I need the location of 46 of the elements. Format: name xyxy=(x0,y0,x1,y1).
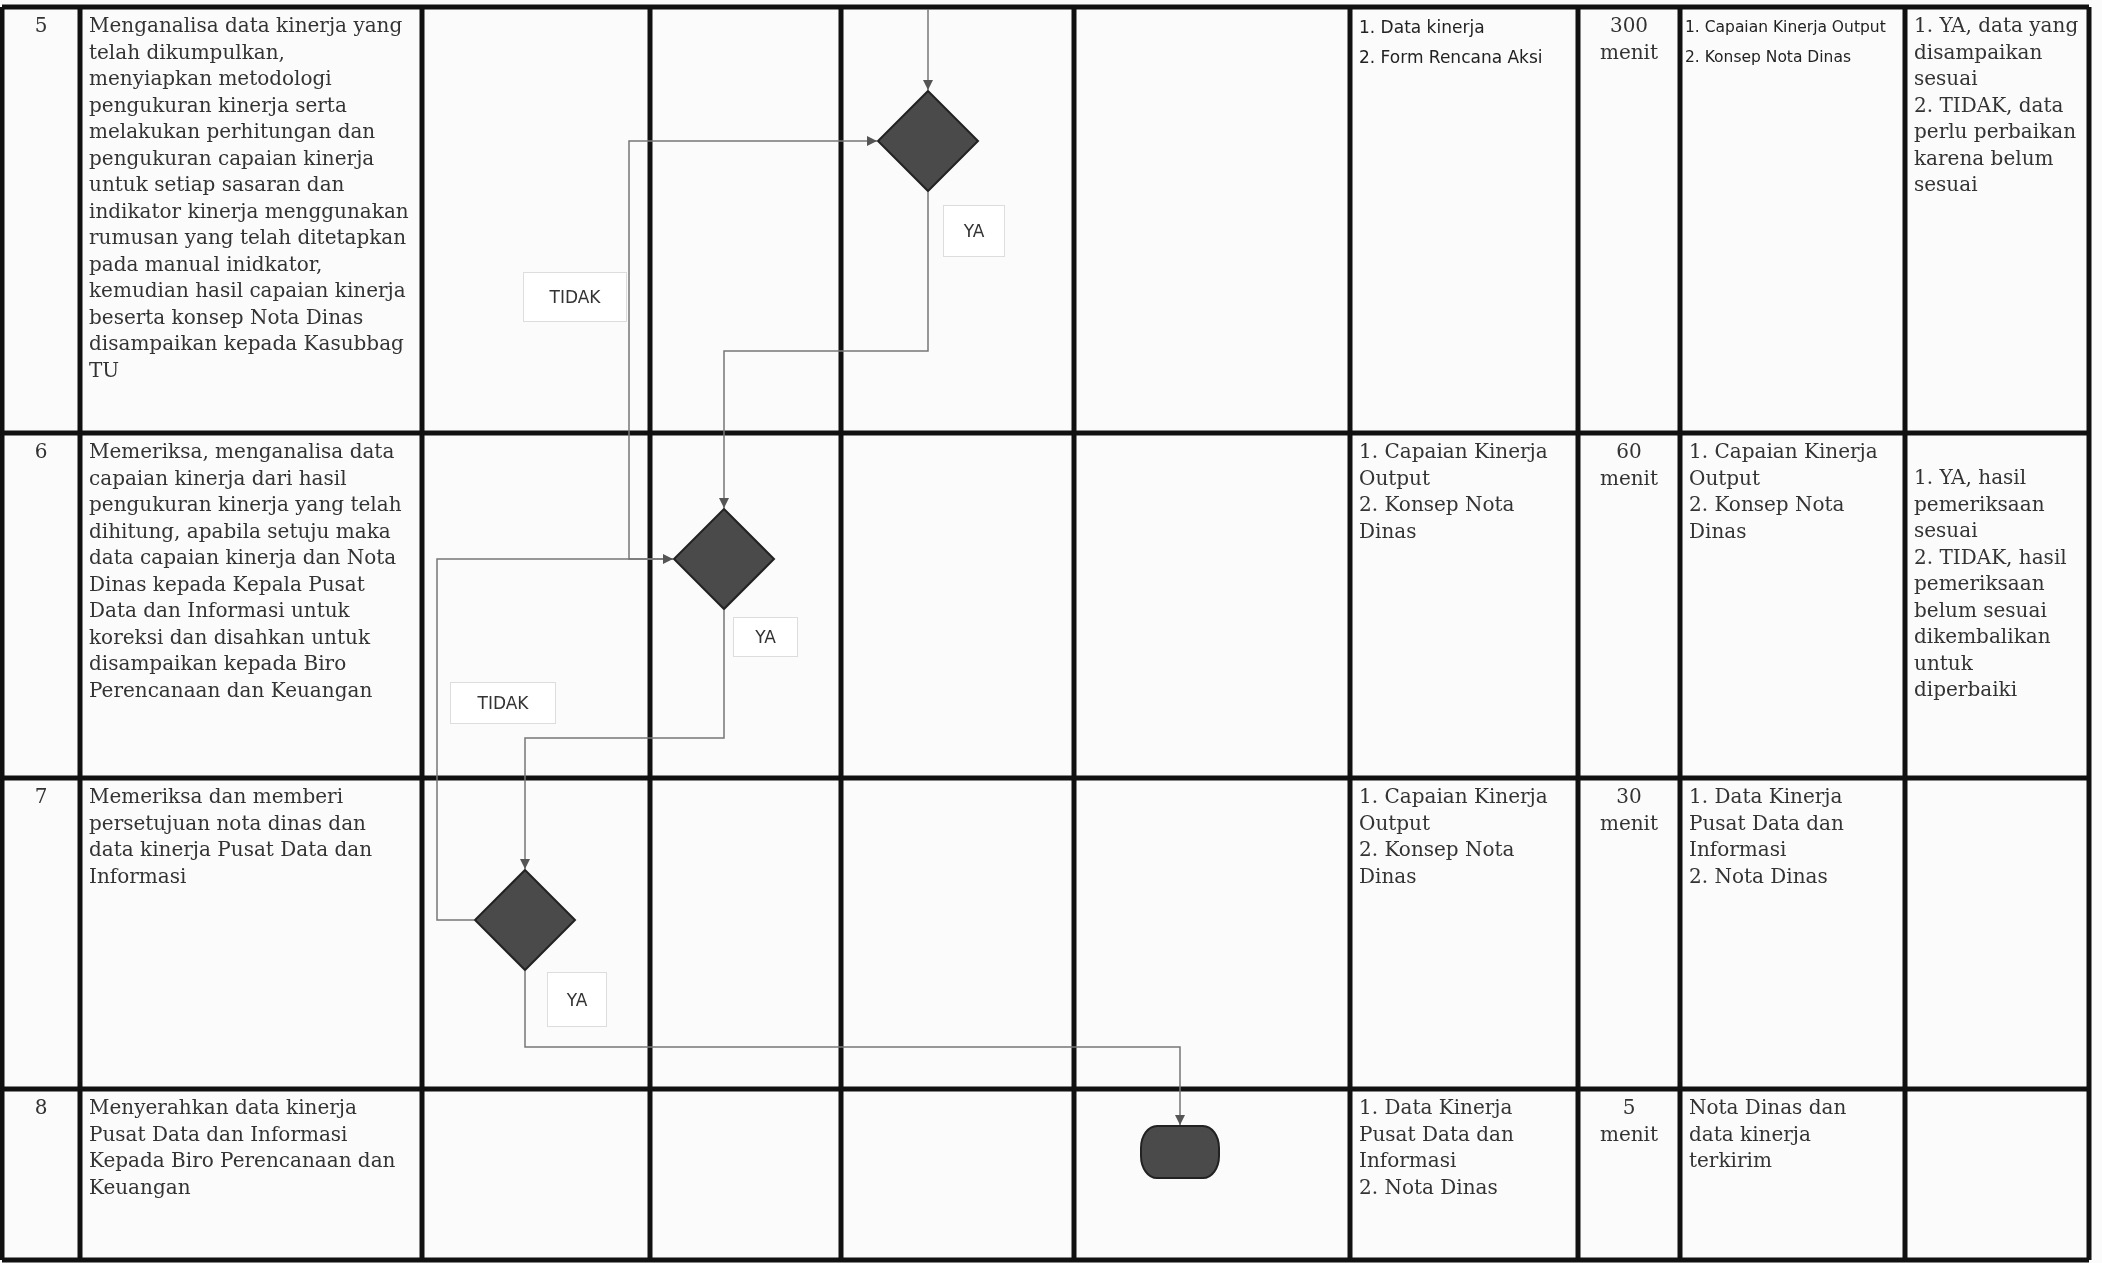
input-text: 2. Nota Dinas xyxy=(1359,1173,1499,1200)
note-text: 2. TIDAK, hasil pemeriksaan belum sesuai dikembalikan untuk diperbaiki xyxy=(1914,543,2068,703)
output-text: 1. Capaian Kinerja Output xyxy=(1689,438,1879,491)
duration-text: 30 menit xyxy=(1598,783,1660,836)
edge-label: YA xyxy=(943,205,1005,257)
output-text: 1. Capaian Kinerja Output xyxy=(1685,17,1887,38)
input-text: 2. Konsep Nota Dinas xyxy=(1359,491,1516,544)
duration-text: 5 menit xyxy=(1598,1094,1660,1147)
output-text: 2. Konsep Nota Dinas xyxy=(1685,47,1852,68)
arrow xyxy=(923,8,933,91)
input-text: 2. Form Rencana Aksi xyxy=(1359,46,1544,69)
edge-label: YA xyxy=(547,972,607,1027)
output-text: 2. Konsep Nota Dinas xyxy=(1689,491,1846,544)
duration-text: 60 menit xyxy=(1598,438,1660,491)
edge-label: YA xyxy=(733,617,798,657)
duration-text: 300 menit xyxy=(1598,12,1660,65)
step-number: 8 xyxy=(33,1094,49,1121)
decision-diamond xyxy=(474,869,576,971)
step-number: 6 xyxy=(33,438,49,465)
note-text: 1. YA, hasil pemeriksaan sesuai xyxy=(1914,464,2046,544)
step-description: Memeriksa, menganalisa data capaian kinerja dari hasil pengukuran kinerja yang telah dihitung, apabila setuju maka data capaian kinerja dan Nota Dinas kepada Kepala Pusat Data dan Informasi untuk koreksi dan disahkan untuk disampaikan kepada Biro Perencanaan dan Keuangan xyxy=(89,438,403,703)
input-text: 2. Konsep Nota Dinas xyxy=(1359,836,1516,889)
terminator-shape xyxy=(1140,1125,1220,1179)
step-description: Memeriksa dan memberi persetujuan nota dinas dan data kinerja Pusat Data dan Informasi xyxy=(89,783,374,889)
arrow xyxy=(628,136,878,560)
note-text: 1. YA, data yang disampaikan sesuai xyxy=(1914,12,2080,92)
step-number: 5 xyxy=(33,12,49,39)
step-description: Menyerahkan data kinerja Pusat Data dan Informasi Kepada Biro Perencanaan dan Keuangan xyxy=(89,1094,397,1200)
output-text: Nota Dinas dan data kinerja terkirim xyxy=(1689,1094,1848,1174)
output-text: 2. Nota Dinas xyxy=(1689,862,1829,889)
edge-label: TIDAK xyxy=(523,272,627,322)
step-number: 7 xyxy=(33,783,49,810)
step-description: Menganalisa data kinerja yang telah dikumpulkan, menyiapkan metodologi pengukuran kinerja serta melakukan perhitungan dan pengukuran capaian kinerja untuk setiap sasaran dan indikator kinerja menggunakan rumusan yang telah ditetapkan pada manual inidkator, kemudian hasil capaian kinerja beserta konsep Nota Dinas disampaikan kepada Kasubbag TU xyxy=(89,12,410,383)
input-text: 1. Data kinerja xyxy=(1359,16,1486,39)
arrow xyxy=(436,554,674,921)
arrow xyxy=(524,970,1185,1126)
input-text: 1. Data Kinerja Pusat Data dan Informasi xyxy=(1359,1094,1515,1174)
arrow xyxy=(520,609,725,870)
note-text: 2. TIDAK, data perlu perbaikan karena belum sesuai xyxy=(1914,91,2078,198)
output-text: 1. Data Kinerja Pusat Data dan Informasi xyxy=(1689,783,1845,863)
decision-diamond xyxy=(673,508,775,610)
edge-label: TIDAK xyxy=(450,682,556,724)
input-text: 1. Capaian Kinerja Output xyxy=(1359,438,1549,491)
decision-diamond xyxy=(877,90,979,192)
input-text: 1. Capaian Kinerja Output xyxy=(1359,783,1549,836)
arrow xyxy=(719,191,929,509)
